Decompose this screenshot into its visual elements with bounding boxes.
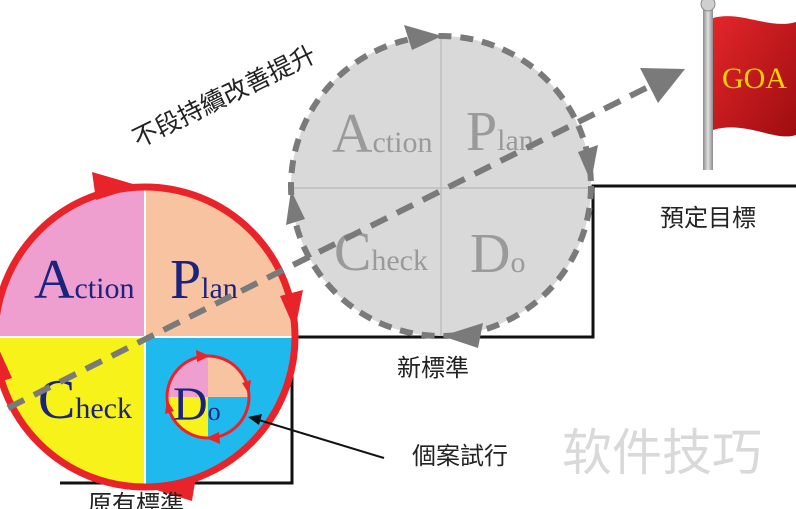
new-standard-label: 新標準	[397, 354, 469, 382]
gray-ring-arrow-bottom	[442, 323, 483, 348]
trial-pointer-line	[251, 417, 385, 459]
goal-label: 預定目標	[660, 204, 756, 232]
big-pdca-cycle: Action Plan Check Do	[0, 172, 303, 501]
gray-plan-label: Plan	[466, 101, 534, 163]
big-plan-quadrant	[145, 187, 295, 337]
big-ring-arrow-top	[92, 172, 140, 200]
improvement-caption: 不段持續改善提升	[128, 40, 320, 154]
flag-pole	[703, 0, 713, 170]
small-do-label: Do	[173, 378, 221, 431]
big-ring-arrow-bottom	[150, 476, 196, 501]
standard-staircase-line	[60, 184, 796, 485]
trial-label: 個案試行	[412, 442, 508, 470]
gray-action-label: Action	[332, 103, 432, 165]
big-ring-arrow-left	[0, 351, 12, 382]
small-ring-arrow-right	[242, 380, 251, 394]
improvement-dashed-arrow	[6, 74, 670, 411]
improvement-arrow-head	[640, 68, 685, 103]
gray-ring-arrow-top	[404, 25, 442, 50]
original-standard-label: 原有標準	[88, 490, 184, 509]
gray-ring-arrow-right	[578, 145, 598, 182]
goal-flag: GOA	[700, 0, 796, 170]
small-plan-quadrant	[208, 356, 249, 397]
small-do-quadrant	[208, 397, 249, 438]
big-cycle-ring	[0, 183, 299, 491]
watermark-text: 软件技巧	[562, 424, 762, 482]
gray-ring-arrow-left	[286, 190, 305, 225]
big-ring-arrow-right	[280, 290, 303, 330]
small-ring-arrow-left	[165, 400, 174, 414]
small-pdca-cycle: Do	[165, 350, 251, 444]
big-action-label: Action	[34, 249, 134, 311]
small-check-quadrant	[167, 397, 208, 438]
flag-pole-knob	[700, 0, 716, 12]
gray-pdca-cycle: Action Plan Check Do	[286, 25, 598, 348]
trial-pointer-head	[248, 414, 262, 425]
gray-check-label: Check	[334, 221, 428, 283]
small-ring-arrow-top	[196, 350, 210, 362]
flag-text: GOA	[722, 62, 787, 95]
gray-do-label: Do	[470, 223, 525, 285]
small-ring-arrow-bottom	[206, 432, 220, 444]
flag-cloth	[713, 16, 796, 137]
big-plan-label: Plan	[170, 249, 238, 311]
big-action-quadrant	[0, 187, 145, 337]
small-action-quadrant	[167, 356, 208, 397]
big-check-quadrant	[0, 337, 145, 487]
